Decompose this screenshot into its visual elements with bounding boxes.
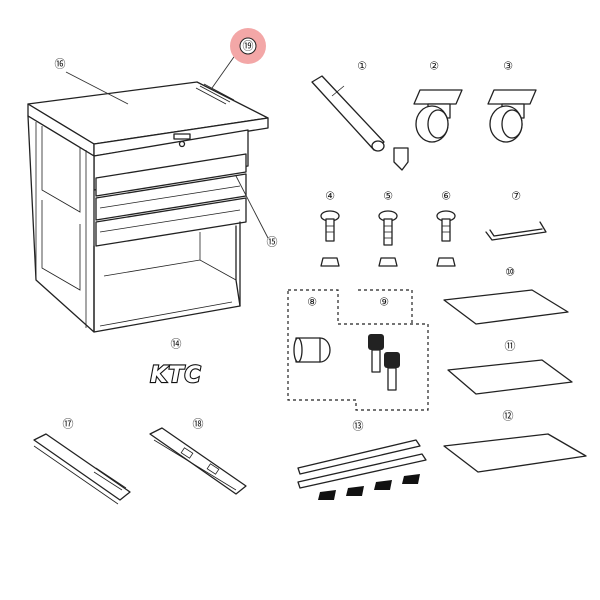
svg-text:⑩: ⑩: [505, 266, 515, 279]
callout-19: ⑲: [230, 28, 266, 64]
svg-text:⑬: ⑬: [353, 420, 364, 433]
callout-18: ⑱: [193, 418, 204, 431]
part-screw-long: [378, 210, 398, 267]
svg-text:⑫: ⑫: [503, 410, 514, 423]
callout-15: ⑮: [267, 236, 278, 249]
ktc-logo: KTC: [149, 362, 201, 389]
part-mat-medium: [447, 359, 573, 395]
callout-16: ⑯: [55, 58, 66, 71]
svg-text:③: ③: [503, 60, 513, 73]
part-lock-cylinder: [293, 337, 331, 363]
part-caster-swivel: [413, 89, 463, 143]
callout-17: ⑰: [63, 418, 74, 431]
callout-labels: ⑲ ⑯ ① ② ③ ④ ⑤ ⑥ ⑦ ⑮ ⑩ ⑧: [55, 28, 521, 433]
callout-4: ④: [325, 190, 335, 203]
part-lock-and-keys-group: [287, 289, 429, 411]
callout-8: ⑧: [307, 296, 317, 309]
svg-text:⑨: ⑨: [379, 296, 389, 309]
svg-text:⑭: ⑭: [171, 338, 182, 351]
callout-13: ⑬: [353, 420, 364, 433]
svg-text:⑲: ⑲: [243, 40, 254, 53]
svg-text:⑱: ⑱: [193, 418, 204, 431]
callout-3: ③: [503, 60, 513, 73]
part-trim-strips: [297, 439, 427, 500]
part-caster-fixed: [487, 89, 537, 143]
part-trim-clips: [318, 474, 420, 500]
callout-10: ⑩: [505, 266, 515, 279]
callout-7: ⑦: [511, 190, 521, 203]
part-caster-rod: [311, 75, 409, 171]
callout-9: ⑨: [379, 296, 389, 309]
part-slide-rail-right: [149, 427, 247, 495]
callout-11: ⑪: [505, 340, 516, 353]
callout-1: ①: [357, 60, 367, 73]
svg-text:⑮: ⑮: [267, 236, 278, 249]
callout-12: ⑫: [503, 410, 514, 423]
part-keys: [368, 334, 400, 391]
callout-14: ⑭: [171, 338, 182, 351]
tool-cabinet: [27, 81, 269, 333]
part-slide-rail-left: [33, 433, 131, 505]
part-mat-large: [443, 289, 569, 325]
part-screw-short: [320, 210, 340, 267]
svg-text:④: ④: [325, 190, 335, 203]
ktc-logo-text: KTC: [150, 363, 201, 388]
leader-lines: [65, 53, 269, 239]
svg-text:⑦: ⑦: [511, 190, 521, 203]
svg-text:⑥: ⑥: [441, 190, 451, 203]
callout-6: ⑥: [441, 190, 451, 203]
svg-text:⑤: ⑤: [383, 190, 393, 203]
svg-text:⑪: ⑪: [505, 340, 516, 353]
part-screw-medium: [436, 210, 456, 267]
svg-text:⑰: ⑰: [63, 418, 74, 431]
svg-text:②: ②: [429, 60, 439, 73]
part-handle: [485, 221, 547, 241]
part-mat-small: [443, 433, 587, 473]
svg-text:⑯: ⑯: [55, 58, 66, 71]
callout-2: ②: [429, 60, 439, 73]
svg-text:⑧: ⑧: [307, 296, 317, 309]
callout-5: ⑤: [383, 190, 393, 203]
svg-text:①: ①: [357, 60, 367, 73]
